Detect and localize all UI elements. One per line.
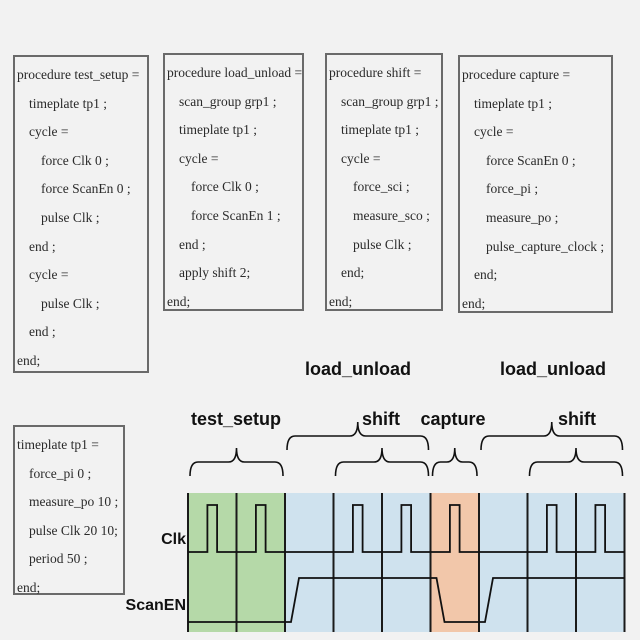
code-line: measure_sco ; bbox=[353, 207, 430, 223]
code-line: force_pi ; bbox=[486, 181, 539, 197]
code-box-load-unload: procedure load_unload = scan_group grp1 ;… bbox=[163, 53, 304, 311]
code-line: cycle = bbox=[29, 124, 69, 140]
code-line: pulse Clk ; bbox=[41, 295, 100, 311]
code-line: scan_group grp1 ; bbox=[179, 93, 277, 109]
label-test-setup: test_setup bbox=[191, 409, 281, 429]
code-line: cycle = bbox=[179, 150, 219, 166]
code-line: pulse Clk ; bbox=[353, 236, 412, 252]
code-line: timeplate tp1 ; bbox=[179, 122, 257, 138]
code-line: end ; bbox=[179, 236, 206, 252]
code-line: pulse Clk 20 10; bbox=[29, 522, 118, 538]
code-line: end; bbox=[167, 293, 191, 309]
code-line: force ScanEn 1 ; bbox=[191, 207, 281, 223]
brace-capture bbox=[431, 447, 478, 477]
code-line: measure_po 10 ; bbox=[29, 494, 119, 510]
brace-load-unload-2 bbox=[480, 421, 624, 451]
code-box-capture: procedure capture = timeplate tp1 ; cycle … bbox=[458, 55, 613, 313]
signal-label-clk: Clk bbox=[161, 531, 186, 548]
code-line: timeplate tp1 = bbox=[17, 437, 99, 452]
code-line: procedure test_setup = bbox=[17, 67, 140, 82]
signal-label-scanen: ScanEN bbox=[126, 597, 186, 614]
phase-bg-load_unload bbox=[285, 493, 431, 632]
label-load-unload-2: load_unload bbox=[500, 359, 606, 379]
code-line: end; bbox=[329, 293, 353, 309]
code-line: end; bbox=[474, 267, 498, 283]
code-box-shift: procedure shift = scan_group grp1 ; timepl… bbox=[325, 53, 443, 311]
phase-bg-capture bbox=[430, 493, 479, 632]
code-line: pulse Clk ; bbox=[41, 209, 100, 225]
code-line: timeplate tp1 ; bbox=[341, 122, 419, 138]
code-line: pulse_capture_clock ; bbox=[486, 238, 605, 254]
code-line: cycle = bbox=[341, 150, 381, 166]
code-line: timeplate tp1 ; bbox=[474, 95, 552, 111]
brace-shift-2 bbox=[528, 447, 624, 477]
code-line: force_pi 0 ; bbox=[29, 465, 92, 481]
code-line: apply shift 2; bbox=[179, 265, 251, 281]
code-line: end ; bbox=[29, 324, 56, 340]
scanen-waveform bbox=[188, 577, 625, 623]
code-line: end; bbox=[17, 579, 41, 595]
code-line: end; bbox=[341, 265, 365, 281]
phase-braces bbox=[189, 421, 624, 477]
code-line: end; bbox=[462, 295, 486, 311]
code-line: measure_po ; bbox=[486, 209, 559, 225]
label-load-unload-1: load_unload bbox=[305, 359, 411, 379]
phase-backgrounds bbox=[188, 493, 625, 632]
label-shift-1: shift bbox=[362, 409, 400, 429]
label-shift-2: shift bbox=[558, 409, 596, 429]
code-box-timeplate: timeplate tp1 = force_pi 0 ; measure_po 10… bbox=[13, 425, 125, 595]
code-line: force ScanEn 0 ; bbox=[41, 181, 131, 197]
label-capture: capture bbox=[420, 409, 485, 429]
waveforms bbox=[188, 504, 625, 623]
clk-waveform bbox=[188, 504, 625, 553]
code-line: force Clk 0 ; bbox=[41, 152, 109, 168]
code-line: end; bbox=[17, 352, 41, 368]
code-line: procedure load_unload = bbox=[167, 65, 303, 80]
code-line: force_sci ; bbox=[353, 179, 410, 195]
brace-load-unload-1 bbox=[286, 421, 430, 451]
phase-bg-load_unload bbox=[479, 493, 625, 632]
code-line: procedure capture = bbox=[462, 67, 571, 82]
code-line: period 50 ; bbox=[29, 551, 88, 567]
code-line: force Clk 0 ; bbox=[191, 179, 259, 195]
code-line: end ; bbox=[29, 238, 56, 254]
code-line: force ScanEn 0 ; bbox=[486, 152, 576, 168]
code-line: timeplate tp1 ; bbox=[29, 95, 107, 111]
code-line: cycle = bbox=[29, 267, 69, 283]
brace-shift-1 bbox=[334, 447, 430, 477]
code-box-test-setup: procedure test_setup = timeplate tp1 ; cyc… bbox=[13, 55, 149, 373]
code-line: cycle = bbox=[474, 124, 514, 140]
code-line: scan_group grp1 ; bbox=[341, 93, 439, 109]
code-line: procedure shift = bbox=[329, 65, 422, 80]
brace-test-setup bbox=[189, 447, 284, 477]
cycle-dividers bbox=[187, 493, 626, 632]
